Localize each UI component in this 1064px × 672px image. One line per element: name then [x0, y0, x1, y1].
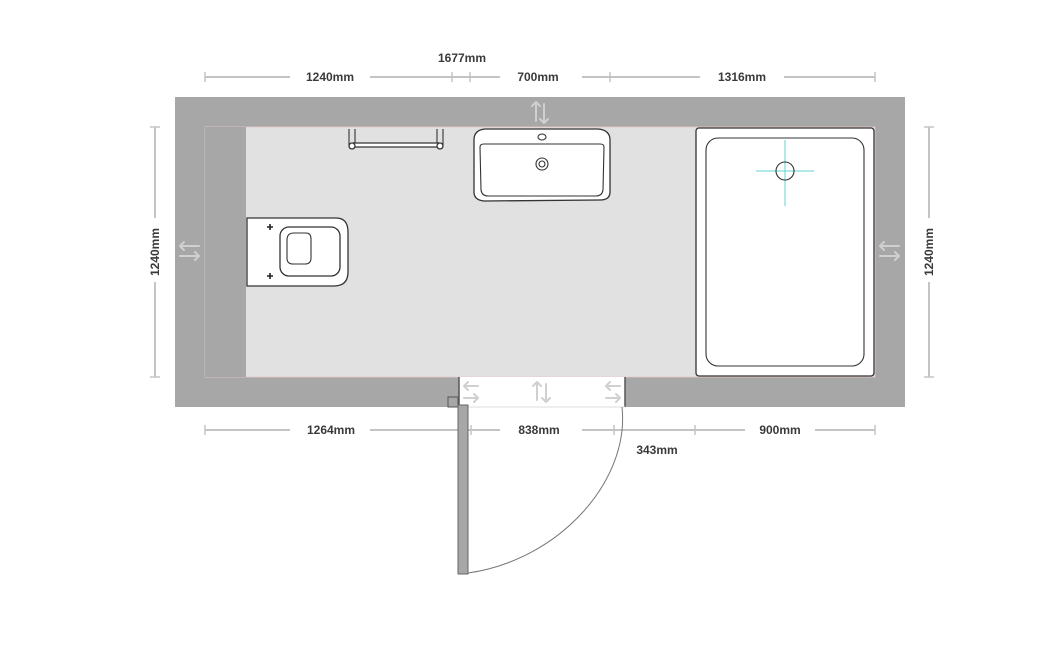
shower-waste-icon — [775, 161, 795, 181]
door-swing-arc — [467, 406, 624, 574]
top-dimensions: 1677mm 1240mm 700mm 1316mm — [204, 51, 876, 86]
dim-top-total: 1677mm — [438, 51, 486, 65]
dim-bottom-left: 1264mm — [307, 423, 355, 437]
door-opening — [459, 377, 625, 407]
arrow-door-right-icon — [605, 381, 621, 403]
wall-hung-toilet — [246, 217, 349, 287]
arrow-vertical-top-icon — [531, 101, 549, 124]
bottom-dimensions: 1264mm 838mm 343mm 900mm — [204, 421, 876, 457]
towel-rail — [348, 129, 444, 150]
dim-top-right: 1316mm — [718, 70, 766, 84]
door-stop — [447, 396, 459, 408]
right-dimension: 1240mm — [920, 126, 938, 378]
move-arrows — [179, 101, 900, 403]
arrow-door-left-icon — [463, 381, 479, 403]
left-dimension: 1240mm — [146, 126, 164, 378]
dim-left-height: 1240mm — [148, 228, 162, 276]
door-leaf — [457, 404, 469, 575]
arrow-door-center-icon — [532, 381, 551, 403]
dim-bottom-right: 900mm — [759, 423, 800, 437]
dim-top-middle: 700mm — [517, 70, 558, 84]
arrow-horizontal-right-icon — [879, 241, 900, 261]
boxing-wall-left — [205, 127, 246, 377]
door — [447, 396, 624, 575]
dim-bottom-door: 838mm — [518, 423, 559, 437]
dim-bottom-swing: 343mm — [636, 443, 677, 457]
arrow-horizontal-left-icon — [179, 241, 200, 261]
dim-top-left: 1240mm — [306, 70, 354, 84]
dim-right-height: 1240mm — [922, 228, 936, 276]
shower-tray — [695, 127, 875, 377]
wash-basin — [473, 128, 611, 202]
